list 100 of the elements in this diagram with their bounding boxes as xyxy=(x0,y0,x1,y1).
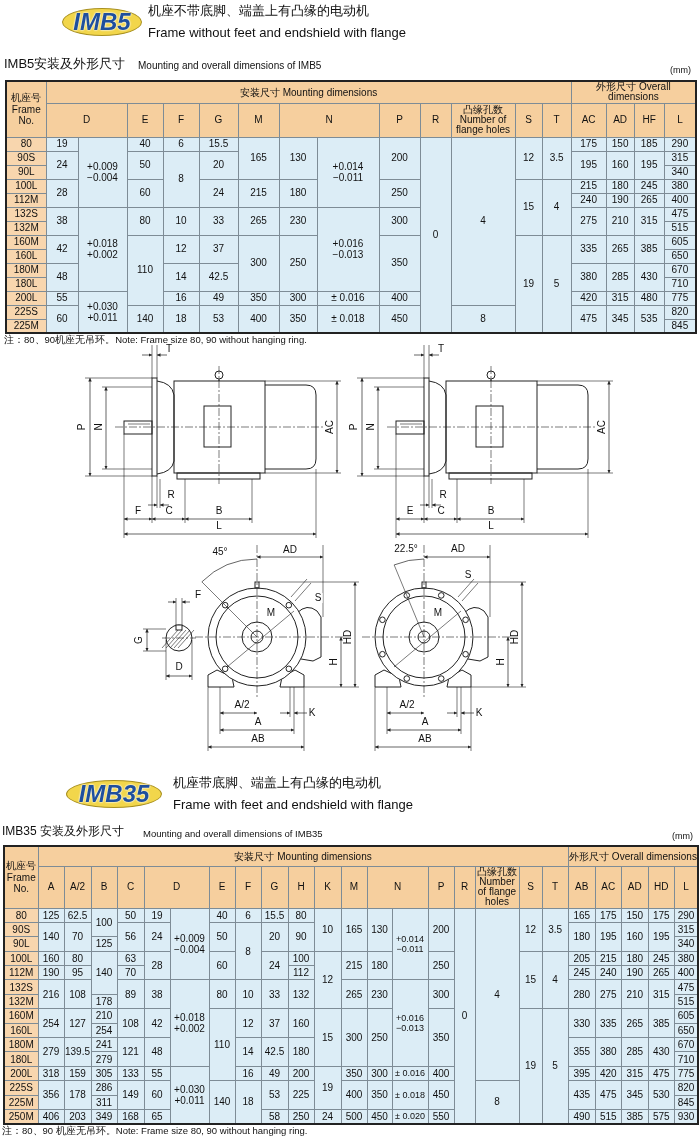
table-cell: 4 xyxy=(542,179,572,235)
table-cell: +0.009 −0.004 xyxy=(170,908,209,980)
table-cell: +0.016 −0.013 xyxy=(392,979,428,1067)
section-subheading: Frame with feet and endshield with flange xyxy=(173,798,413,813)
table-cell: 110 xyxy=(127,235,163,305)
dimension-label: S xyxy=(463,570,473,580)
model-badge: IMB35 xyxy=(66,780,162,808)
table-title: IMB5安装及外形尺寸 xyxy=(4,57,126,72)
column-header: D xyxy=(144,866,209,908)
dimension-label: L xyxy=(487,521,495,531)
table-cell: 24 xyxy=(46,151,78,179)
dimension-label: A xyxy=(253,717,263,727)
table-cell: +0.030 +0.011 xyxy=(170,1066,209,1124)
table-cell: 19 xyxy=(314,1066,341,1110)
dimension-label: HD xyxy=(510,628,520,646)
column-header: 机座号 Frame No. xyxy=(4,846,38,908)
dimension-label: H xyxy=(329,657,339,667)
table-cell: 8 xyxy=(475,1080,519,1124)
table-cell: 200 xyxy=(379,137,420,179)
table-cell: 110 xyxy=(209,1008,235,1081)
column-header: N xyxy=(279,103,379,137)
table-cell: 60 xyxy=(46,305,78,333)
column-header: 安装尺寸 Mounting dimensions xyxy=(46,81,572,103)
dimension-label: AC xyxy=(325,419,335,435)
table-cell: 350 xyxy=(379,235,420,291)
column-header: 凸缘孔数 Number of flange holes xyxy=(475,866,519,908)
footnote: 注：80、90机座无吊环。Note: Frame size 80, 90 without hanging ring. xyxy=(4,335,307,345)
table-cell: 140 xyxy=(91,951,117,995)
dimension-label: E xyxy=(405,506,415,516)
table-cell: ± 0.018 xyxy=(317,305,379,333)
table-cell: +0.016 −0.013 xyxy=(317,207,379,291)
table-subtitle: Mounting and overall dimensions of IMB35 xyxy=(143,829,323,840)
footnote: 注：80、90 机座无吊环。Note: Frame size 80, 90 without hanging ring. xyxy=(2,1126,308,1137)
table-subtitle: Mounting and overall dimensions of IMB5 xyxy=(138,60,322,71)
table-cell: 4 xyxy=(451,137,515,305)
unit-label: (mm) xyxy=(672,832,693,842)
table-cell: +0.018 +0.002 xyxy=(170,979,209,1067)
dimension-label: AD xyxy=(282,545,298,555)
dimension-label: G xyxy=(134,635,144,645)
dimension-label: R xyxy=(438,490,448,500)
table-cell: 10 xyxy=(314,908,341,952)
table-cell: 0 xyxy=(454,908,475,1124)
dimension-label: T xyxy=(436,344,446,354)
table-cell: 19 xyxy=(515,235,542,333)
table-cell: 48 xyxy=(46,263,78,291)
table-cell: +0.014 −0.011 xyxy=(317,137,379,207)
table-cell: 300 xyxy=(238,235,279,291)
dimension-label: C xyxy=(436,506,446,516)
column-header: D xyxy=(46,103,127,137)
dimension-label: B xyxy=(486,506,496,516)
dimension-label: T xyxy=(164,344,174,354)
column-header: 外形尺寸 Overall dimensions xyxy=(571,81,697,103)
section-subheading: Frame without feet and endshield with flange xyxy=(148,26,406,41)
dimension-label: A/2 xyxy=(233,700,251,710)
dimension-label: AC xyxy=(597,419,607,435)
column-header: 凸缘孔数 Number of flange holes xyxy=(451,103,515,137)
table-cell: 5 xyxy=(542,1008,569,1124)
table-cell: 165 xyxy=(238,137,279,179)
table-cell: 8 xyxy=(235,922,261,980)
dimension-label: C xyxy=(164,506,174,516)
dimension-label: S xyxy=(313,593,323,603)
dimension-label: 22.5° xyxy=(393,544,419,554)
dimension-label: N xyxy=(94,422,104,432)
table-cell: +0.014 −0.011 xyxy=(392,908,428,980)
table-cell: +0.009 −0.004 xyxy=(78,137,127,207)
column-header: 机座号 Frame No. xyxy=(6,81,46,137)
table-cell: 5 xyxy=(542,235,572,333)
dimension-label: B xyxy=(214,506,224,516)
dimension-label: HD xyxy=(343,628,353,646)
table-cell: +0.018 +0.002 xyxy=(78,207,127,291)
dimension-label: K xyxy=(307,708,317,718)
table-cell: 28 xyxy=(46,179,78,207)
table-cell: 42 xyxy=(46,235,78,263)
table-cell: +0.030 +0.011 xyxy=(78,291,127,333)
section-heading: 机座不带底脚、端盖上有凸缘的电动机 xyxy=(148,4,369,19)
column-header: 外形尺寸 Overall dimensions xyxy=(568,846,699,866)
dimension-label: AB xyxy=(250,734,266,744)
dimension-label: P xyxy=(349,422,359,432)
column-header: 安装尺寸 Mounting dimensions xyxy=(38,846,569,866)
table-cell: 12 xyxy=(314,951,341,1009)
dimension-label: AD xyxy=(450,544,466,554)
dimension-label: M xyxy=(265,608,277,618)
table-cell: 0 xyxy=(420,137,451,333)
unit-label: (mm) xyxy=(670,66,691,76)
column-header: N xyxy=(367,866,428,908)
dimension-label: A/2 xyxy=(398,700,416,710)
table-cell: 4 xyxy=(475,908,519,1081)
model-badge: IMB5 xyxy=(62,8,142,36)
dimension-label: N xyxy=(366,422,376,432)
table-cell: 19 xyxy=(519,1008,542,1124)
dimension-label: M xyxy=(432,608,444,618)
dimension-label: H xyxy=(496,657,506,667)
table-cell: 38 xyxy=(46,207,78,235)
table-cell: 8 xyxy=(451,305,515,333)
dimension-label: AB xyxy=(417,734,433,744)
dimension-label: K xyxy=(474,708,484,718)
dimension-label: 45° xyxy=(211,547,229,557)
dimension-label: P xyxy=(77,422,87,432)
dimension-label: L xyxy=(215,521,223,531)
section-heading: 机座带底脚、端盖上有凸缘的电动机 xyxy=(173,776,381,791)
